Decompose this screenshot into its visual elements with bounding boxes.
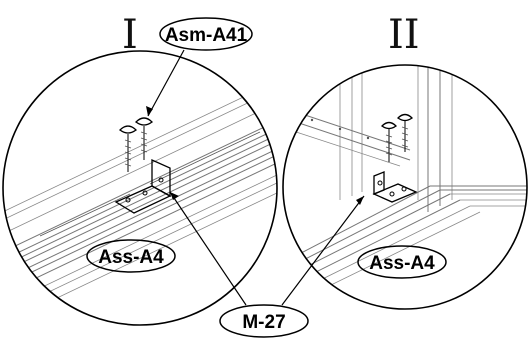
detail-1-rail-callout: Ass-A4	[86, 239, 176, 273]
label-asm-a41: Asm-A41	[165, 25, 248, 46]
detail-1: I	[2, 12, 278, 326]
bracket-callout: M-27	[169, 191, 365, 338]
detail-2-bracket	[372, 171, 418, 203]
detail-2-rail-callout: Ass-A4	[357, 245, 447, 279]
detail-2-circle	[282, 64, 528, 310]
detail-1-numeral: I	[122, 12, 138, 58]
detail-2: II	[282, 12, 528, 310]
detail-1-circle	[2, 50, 278, 326]
label-m-27: M-27	[242, 312, 285, 333]
detail-2-screws	[380, 113, 414, 162]
label-ass-a4-2: Ass-A4	[369, 253, 435, 274]
label-ass-a4-1: Ass-A4	[98, 247, 164, 268]
detail-1-screws	[119, 117, 153, 172]
detail-1-bracket	[114, 158, 172, 214]
detail-1-screw-callout: Asm-A41	[146, 17, 253, 117]
detail-2-numeral: II	[388, 12, 420, 58]
